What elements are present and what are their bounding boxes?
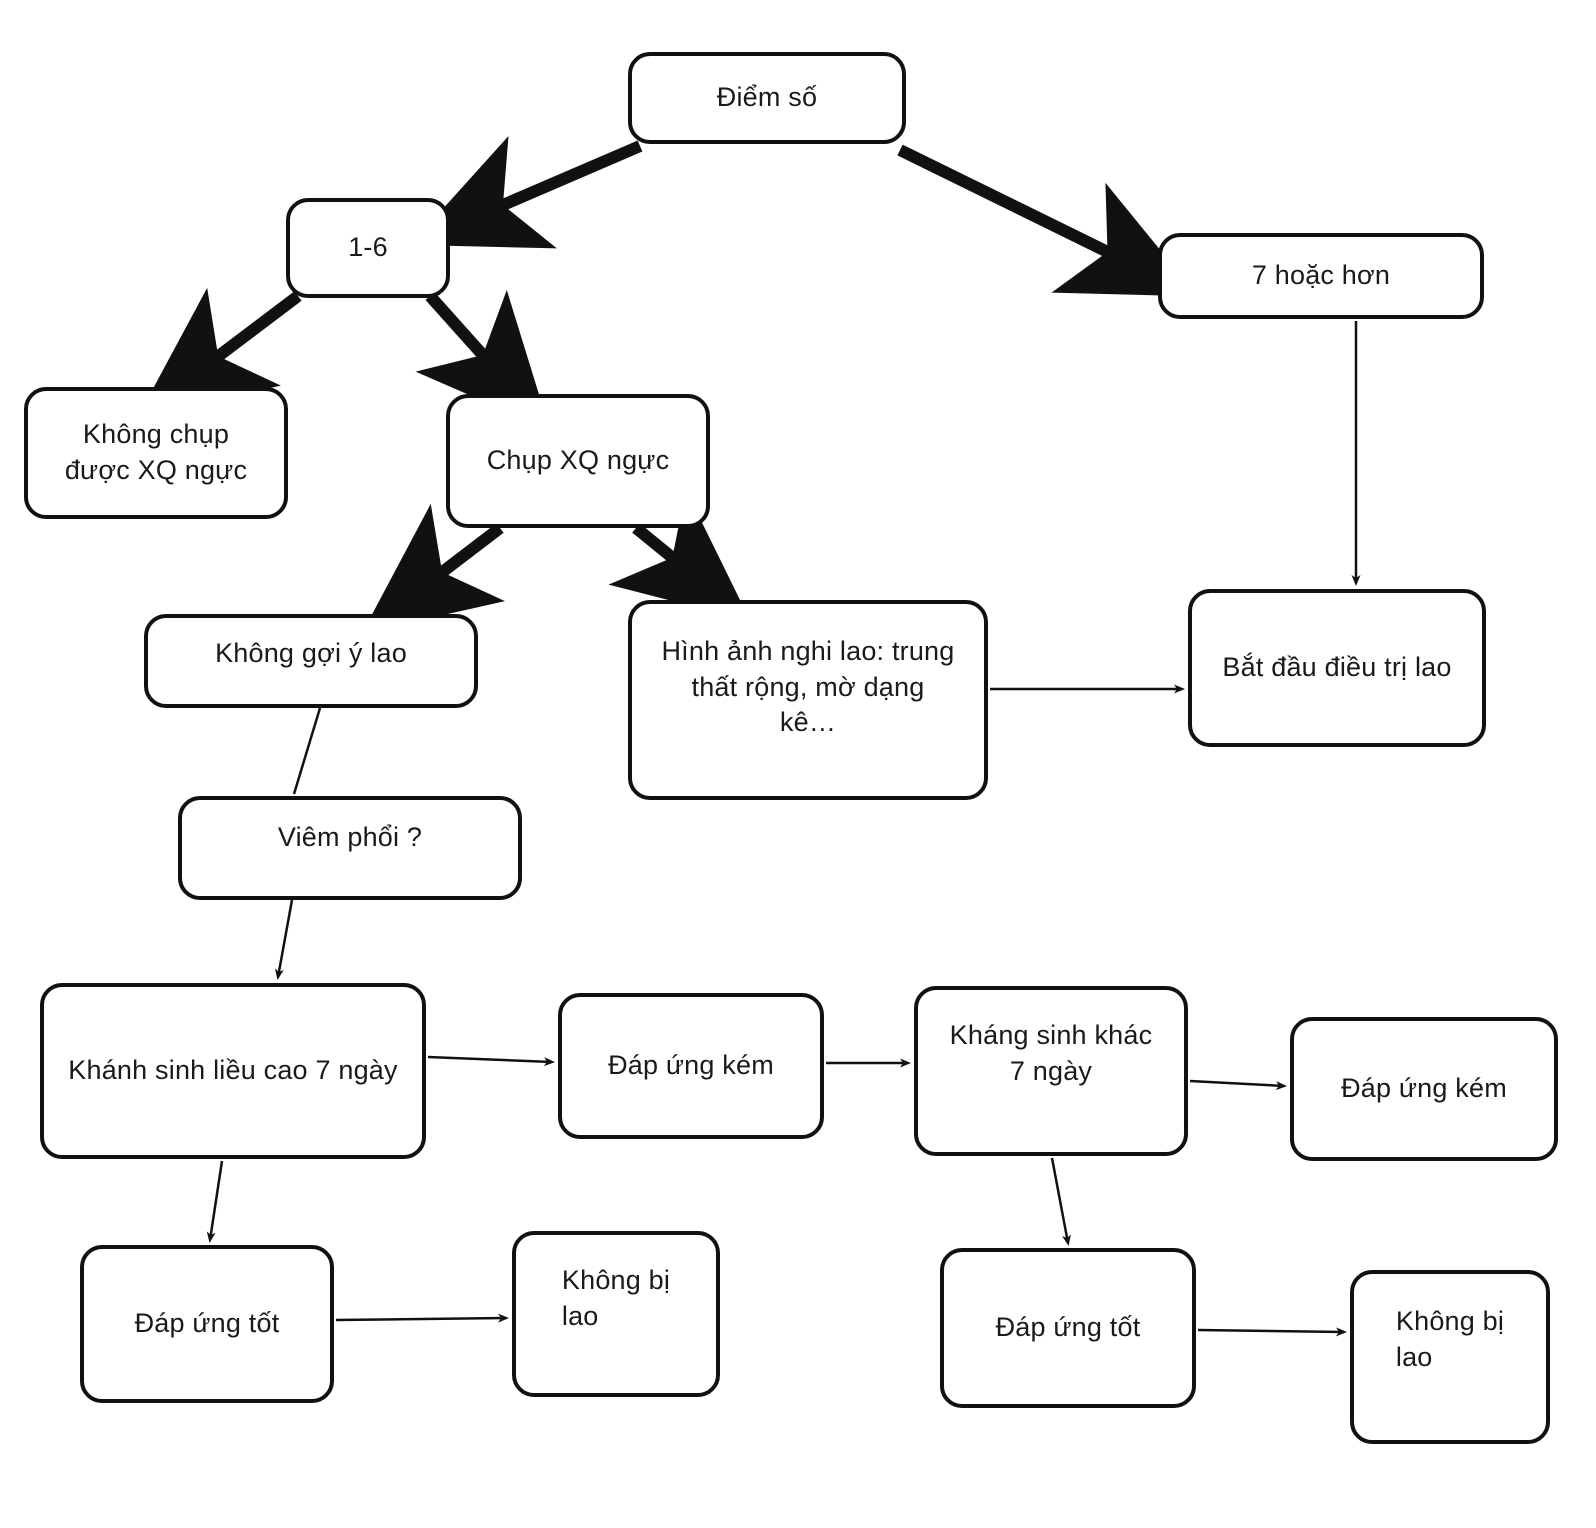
node-good-response-1[interactable]: Đáp ứng tốt (80, 1245, 334, 1403)
edge-khangsinhkhac-to-dapungkem2 (1189, 1079, 1287, 1091)
node-tb-suspicious-image[interactable]: Hình ảnh nghi lao: trung thất rộng, mờ d… (628, 600, 988, 800)
edge-khangsinh-to-dapungtot1 (206, 1160, 224, 1243)
node-label: Bắt đầu điều trị lao (1222, 652, 1452, 683)
node-score-1-6[interactable]: 1-6 (286, 198, 450, 298)
edge-diemso-to-7hoachon (897, 144, 1199, 297)
node-label: Kháng sinh khác 7 ngày (949, 1020, 1153, 1086)
node-label: 1-6 (348, 232, 388, 263)
node-label: Đáp ứng tốt (995, 1312, 1141, 1343)
node-chest-xray[interactable]: Chụp XQ ngực (446, 394, 710, 528)
node-label: Chụp XQ ngực (486, 445, 670, 476)
node-poor-response-1[interactable]: Đáp ứng kém (558, 993, 824, 1139)
node-label: 7 hoặc hơn (1251, 260, 1391, 291)
node-start-tb-treatment[interactable]: Bắt đầu điều trị lao (1188, 589, 1486, 747)
node-label: Không chụp được XQ ngực (64, 419, 248, 485)
edge-dapungtot2-to-khongbilao2 (1197, 1327, 1347, 1337)
edge-khonggoiy-to-viemphoi (292, 707, 322, 795)
node-score-7-or-more[interactable]: 7 hoặc hơn (1158, 233, 1484, 319)
node-label: Đáp ứng kém (608, 1050, 774, 1081)
node-label: Hình ảnh nghi lao: trung thất rộng, mờ d… (661, 636, 955, 738)
node-label: Khánh sinh liều cao 7 ngày (68, 1055, 398, 1086)
node-label: Đáp ứng tốt (134, 1308, 280, 1339)
edge-dapungtot1-to-khongbilao1 (335, 1313, 509, 1323)
edge-khangsinh-to-dapungkem1 (427, 1055, 555, 1067)
edge-chupxq-to-khonggoiy (361, 503, 506, 634)
node-no-tb-suggestion[interactable]: Không gợi ý lao (144, 614, 478, 708)
edge-1-6-to-khongchup (137, 287, 302, 418)
node-diem-so[interactable]: Điểm số (628, 52, 906, 144)
edge-khangsinhkhac-to-dapungtot2 (1050, 1157, 1071, 1246)
node-label: Không bị lao (561, 1265, 671, 1331)
node-no-tb-1[interactable]: Không bị lao (512, 1231, 720, 1397)
edge-diemso-to-1-6 (410, 135, 643, 249)
node-label: Điểm số (716, 82, 818, 113)
edge-viemphoi-to-khangsinh (275, 899, 294, 980)
node-poor-response-2[interactable]: Đáp ứng kém (1290, 1017, 1558, 1161)
node-label: Viêm phổi ? (277, 822, 423, 852)
node-no-tb-2[interactable]: Không bị lao (1350, 1270, 1550, 1444)
node-no-chest-xray[interactable]: Không chụp được XQ ngực (24, 387, 288, 519)
node-label: Không bị lao (1395, 1306, 1505, 1372)
node-pneumonia-question[interactable]: Viêm phổi ? (178, 796, 522, 900)
edge-1-6-to-chupxq (415, 290, 551, 431)
node-label: Đáp ứng kém (1341, 1073, 1507, 1104)
node-high-dose-antibiotic-7days[interactable]: Khánh sinh liều cao 7 ngày (40, 983, 426, 1159)
node-other-antibiotic-7days[interactable]: Kháng sinh khác 7 ngày (914, 986, 1188, 1156)
node-good-response-2[interactable]: Đáp ứng tốt (940, 1248, 1196, 1408)
node-label: Không gợi ý lao (215, 638, 407, 668)
edge-chupxq-to-hinhanh (608, 489, 751, 622)
